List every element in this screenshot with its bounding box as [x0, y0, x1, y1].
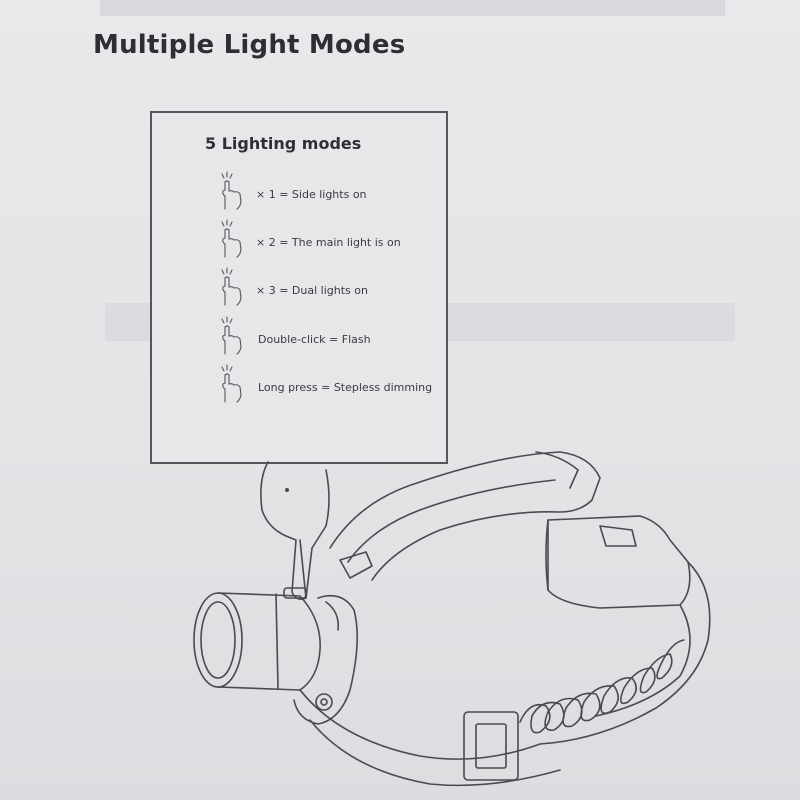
modes-heading: 5 Lighting modes [205, 134, 362, 153]
mode-label: × 1 = Side lights on [256, 188, 367, 201]
pressing-hand-icon [260, 461, 330, 600]
mode-label: Long press = Stepless dimming [258, 381, 433, 394]
top-divider-band [100, 0, 725, 16]
mode-row-5: Long press = Stepless dimming [216, 362, 442, 403]
finger-tap-icon [221, 364, 242, 403]
finger-tap-icon [221, 316, 242, 355]
page-title: Multiple Light Modes [93, 30, 406, 60]
finger-tap-icon [221, 267, 242, 306]
headband-strap [329, 451, 601, 581]
coiled-cable-icon [519, 639, 685, 734]
finger-tap-icon [221, 171, 242, 210]
lighting-modes-box: 5 Lighting modes × 1 = Side lights on × … [150, 111, 448, 464]
finger-tap-icon [221, 219, 242, 258]
pivot-screw-icon [315, 693, 333, 711]
strap-buckle [463, 711, 519, 781]
mode-row-3: × 3 = Dual lights on [216, 265, 442, 306]
mode-row-1: × 1 = Side lights on [216, 169, 442, 210]
mode-label: × 2 = The main light is on [256, 236, 401, 249]
mode-row-4: Double-click = Flash [216, 314, 442, 355]
battery-box [547, 515, 691, 609]
lamp-switch-button [283, 587, 307, 599]
mode-label: Double-click = Flash [258, 333, 371, 346]
mode-label: × 3 = Dual lights on [256, 284, 368, 297]
lamp-head [217, 592, 321, 691]
mode-row-2: × 2 = The main light is on [216, 217, 442, 258]
